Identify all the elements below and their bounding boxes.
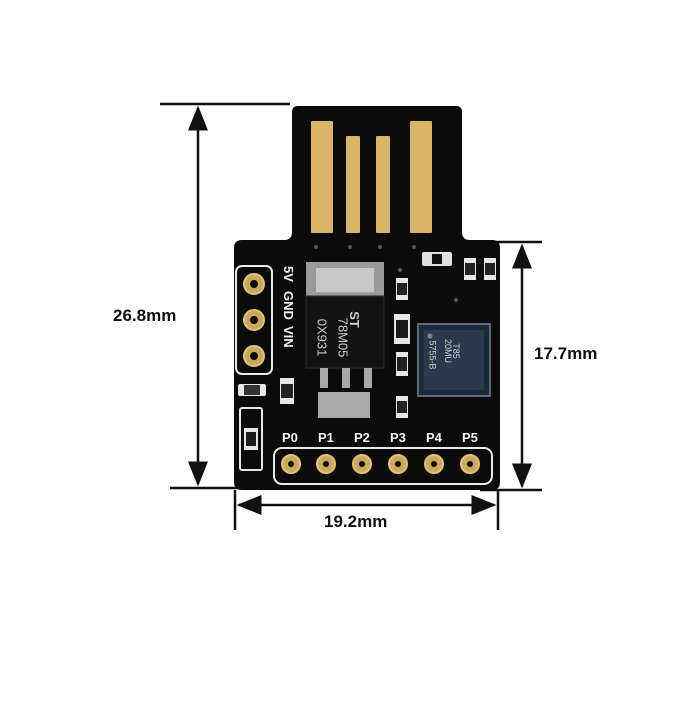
vias bbox=[314, 245, 458, 302]
io-pad-p5 bbox=[460, 454, 480, 474]
regulator-marking-line1: 78M05 bbox=[335, 317, 351, 358]
power-label-5v: 5V bbox=[281, 266, 296, 282]
mcu-marking-line2: 20MU bbox=[443, 338, 454, 364]
pin-label-p5: P5 bbox=[462, 430, 478, 445]
usb-contact-dplus bbox=[376, 136, 390, 233]
pin-label-p3: P3 bbox=[390, 430, 406, 445]
dimension-lines bbox=[160, 102, 542, 530]
regulator-marking-line2: 0X931 bbox=[314, 318, 330, 357]
io-pad-p1 bbox=[316, 454, 336, 474]
io-pad-p2 bbox=[352, 454, 372, 474]
power-label-gnd: GND bbox=[281, 291, 296, 320]
dimension-label-board-height: 17.7mm bbox=[534, 344, 598, 363]
mcu-marking-line3: 5755-B bbox=[427, 340, 438, 370]
pin-label-p0: P0 bbox=[282, 430, 298, 445]
dimension-label-total-height: 26.8mm bbox=[113, 306, 177, 325]
io-pad-p3 bbox=[388, 454, 408, 474]
pin-label-p1: P1 bbox=[318, 430, 334, 445]
smd-components bbox=[238, 252, 496, 471]
io-pad-p4 bbox=[424, 454, 444, 474]
voltage-regulator bbox=[305, 262, 385, 418]
io-header bbox=[273, 447, 493, 485]
usb-contact-dminus bbox=[346, 136, 360, 233]
power-header bbox=[235, 265, 273, 375]
mcu-chip bbox=[417, 323, 491, 397]
usb-contact-gnd bbox=[410, 121, 432, 233]
zener-2 bbox=[239, 407, 263, 471]
io-pad-p0 bbox=[281, 454, 301, 474]
power-label-vin: VIN bbox=[281, 326, 296, 348]
dimension-label-board-width: 19.2mm bbox=[324, 512, 388, 531]
pin-label-p2: P2 bbox=[354, 430, 370, 445]
pin-label-p4: P4 bbox=[426, 430, 442, 445]
usb-contacts bbox=[311, 121, 432, 233]
usb-contact-vbus bbox=[311, 121, 333, 233]
